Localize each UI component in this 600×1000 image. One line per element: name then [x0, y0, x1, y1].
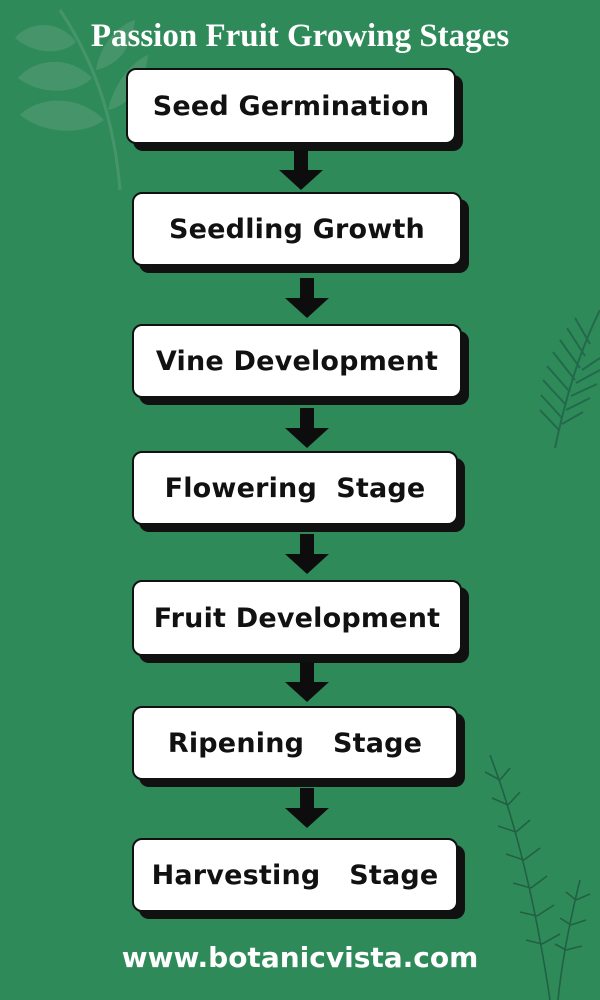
down-arrow-icon: [285, 788, 329, 828]
stage-box-seedling-growth: Seedling Growth: [132, 192, 462, 266]
website-url: www.botanicvista.com: [121, 941, 479, 974]
down-arrow-icon: [285, 278, 329, 318]
down-arrow-icon: [285, 534, 329, 574]
sprig-decoration: [484, 754, 591, 1000]
stage-label: Vine Development: [155, 345, 439, 377]
down-arrow-icon: [279, 150, 323, 190]
stage-box-ripening-stage: Ripening Stage: [132, 706, 458, 780]
stage-box-harvesting-stage: Harvesting Stage: [132, 838, 458, 912]
stage-label: Seed Germination: [152, 90, 430, 122]
stage-box-seed-germination: Seed Germination: [126, 68, 456, 144]
down-arrow-icon: [285, 662, 329, 702]
stage-label: Harvesting Stage: [151, 859, 439, 891]
palm-frond-decoration: [539, 309, 600, 449]
stage-label: Fruit Development: [153, 602, 441, 634]
page-title: Passion Fruit Growing Stages: [90, 18, 510, 54]
stage-box-vine-development: Vine Development: [132, 324, 462, 398]
stage-box-fruit-development: Fruit Development: [132, 580, 462, 656]
stage-label: Flowering Stage: [164, 472, 426, 504]
stage-label: Seedling Growth: [169, 213, 425, 245]
down-arrow-icon: [285, 408, 329, 448]
stage-box-flowering-stage: Flowering Stage: [132, 451, 458, 525]
stage-label: Ripening Stage: [167, 727, 423, 759]
